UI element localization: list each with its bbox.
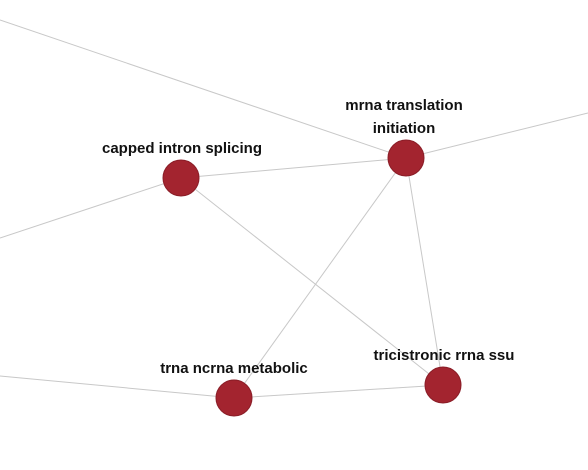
node-label-tricis: tricistronic rrna ssu — [374, 347, 515, 364]
edge-trna-tricis — [233, 384, 444, 399]
edges-layer — [0, 19, 588, 399]
node-label-line: capped intron splicing — [102, 140, 262, 157]
node-label-line: mrna translation — [345, 97, 463, 114]
edge-capped-tricis — [180, 177, 444, 386]
node-label-trna: trna ncrna metabolic — [160, 360, 308, 377]
edge-mrna-offscreen-top-left — [0, 19, 407, 159]
node-label-line: trna ncrna metabolic — [160, 360, 308, 377]
edge-mrna-tricis — [405, 157, 444, 386]
node-label-capped: capped intron splicing — [102, 140, 262, 157]
node-label-mrna: mrna translation initiation — [345, 97, 463, 137]
node-tricis[interactable] — [424, 366, 462, 404]
edge-capped-mrna — [180, 157, 407, 179]
edge-capped-offscreen-left — [0, 177, 182, 239]
nodes-layer — [162, 139, 462, 417]
node-label-line: initiation — [373, 120, 436, 137]
edge-trna-offscreen-left — [0, 375, 235, 399]
labels-layer: capped intron splicing mrna translation in… — [102, 97, 514, 377]
node-label-line: tricistronic rrna ssu — [374, 347, 515, 364]
node-mrna[interactable] — [387, 139, 425, 177]
node-trna[interactable] — [215, 379, 253, 417]
node-capped[interactable] — [162, 159, 200, 197]
edge-mrna-offscreen-right — [405, 112, 588, 159]
edge-mrna-trna — [233, 157, 407, 399]
